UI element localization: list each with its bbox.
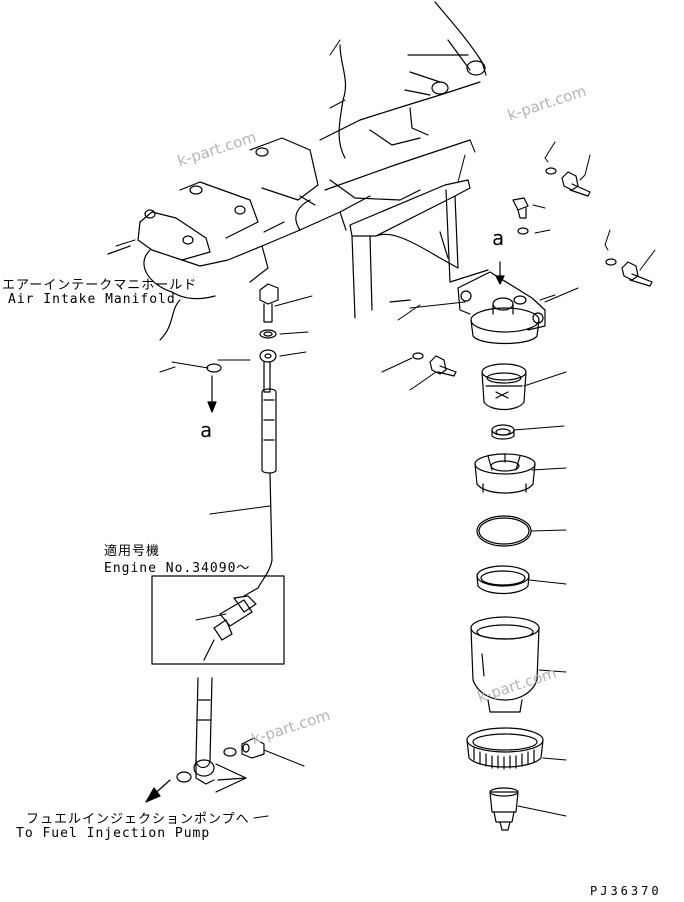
drawing-number: PJ36370 (590, 884, 662, 898)
filter-head-drawing (458, 262, 545, 344)
bracket-drawing (350, 180, 488, 318)
leader-lines (116, 40, 655, 818)
engine-label-jp: 適用号機 (104, 544, 161, 559)
hardware-drawing (207, 168, 652, 376)
pump-label-en: To Fuel Injection Pump (16, 826, 211, 841)
manifold-label-en: Air Intake Manifold (8, 292, 176, 307)
filter-parts-drawing (467, 364, 543, 830)
engine-label-en: Engine No.34090～ (104, 561, 251, 576)
fuel-hose-drawing (146, 362, 284, 802)
manifold-label-jp: エアーインテークマニホールド (2, 278, 198, 293)
ref-arrow-left-head (208, 402, 216, 412)
pump-label-jp: フュエルインジェクションポンプへ (26, 812, 250, 827)
intake-manifold-drawing (108, 2, 486, 340)
ref-label-a-left: a (200, 418, 214, 442)
ref-label-a-right: a (492, 226, 506, 250)
